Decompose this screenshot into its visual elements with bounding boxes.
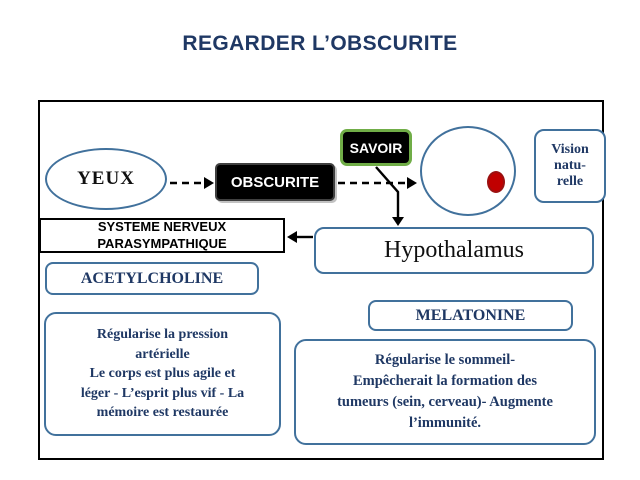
node-acetylcholine: ACETYLCHOLINE: [45, 262, 259, 295]
node-systeme-nerveux-parasympathique: SYSTEME NERVEUX PARASYMPATHIQUE: [39, 218, 285, 253]
node-vision-naturelle: Vision natu- relle: [534, 129, 606, 203]
node-melatonine: MELATONINE: [368, 300, 573, 331]
node-savoir: SAVOIR: [340, 129, 412, 166]
node-hypothalamus: Hypothalamus: [314, 227, 594, 274]
node-obscurite: OBSCURITE: [215, 163, 335, 201]
node-yeux: YEUX: [45, 148, 167, 210]
eye-pupil-dot-icon: [487, 171, 505, 193]
eye-icon: [420, 126, 516, 216]
node-effets-melatonine: Régularise le sommeil- Empêcherait la fo…: [294, 339, 596, 445]
node-effets-acetylcholine: Régularise la pression artérielle Le cor…: [44, 312, 281, 436]
page-title: REGARDER L’OBSCURITE: [182, 32, 458, 55]
